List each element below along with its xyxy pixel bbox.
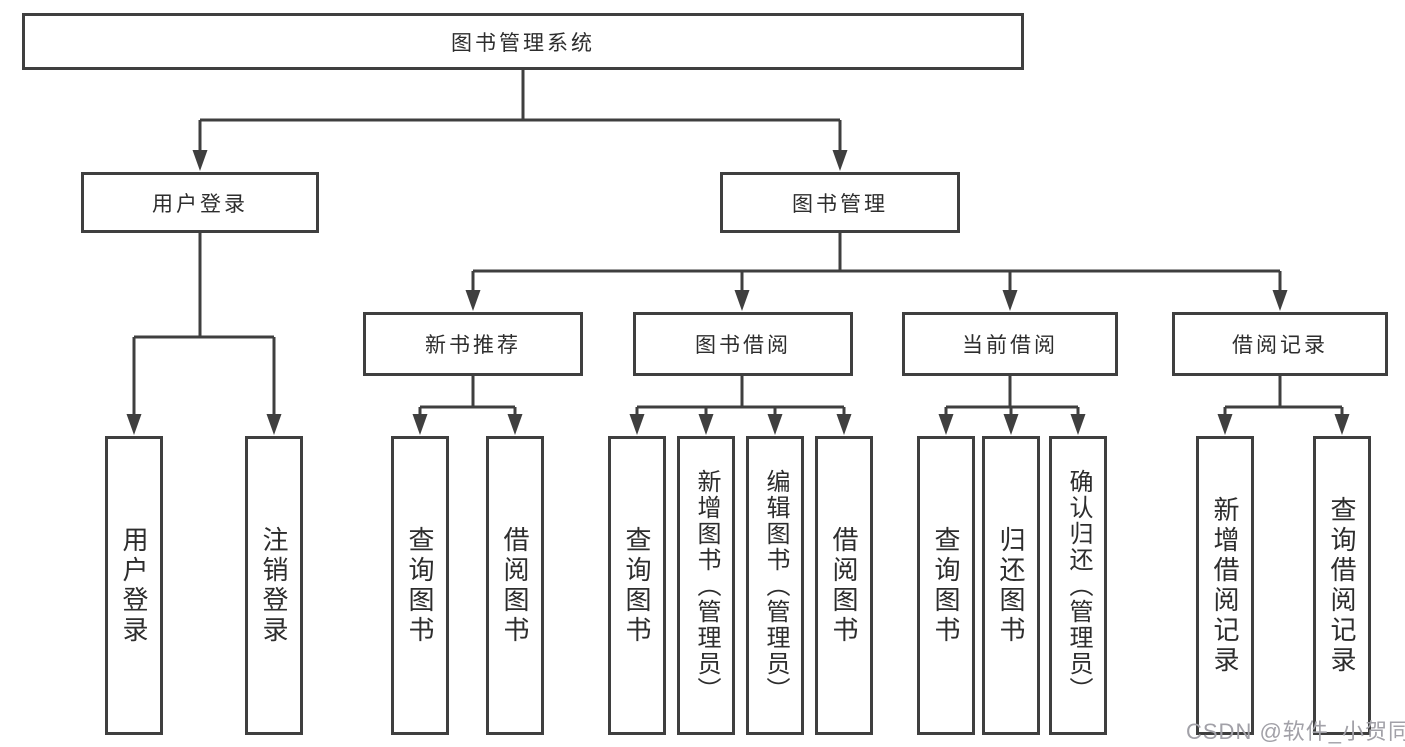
node-library-management-system: 图书管理系统 bbox=[22, 13, 1024, 70]
leaf-search-books-current: 查询图书 bbox=[917, 436, 975, 735]
leaf-logout: 注销登录 bbox=[245, 436, 303, 735]
connector-newbook-to-leaves bbox=[412, 376, 523, 435]
leaf-search-books-recommend: 查询图书 bbox=[391, 436, 449, 735]
connector-current-to-leaves bbox=[938, 376, 1086, 435]
connector-records-to-leaves bbox=[1217, 376, 1350, 435]
node-book-management: 图书管理 bbox=[720, 172, 960, 233]
connector-mgmt-to-level3 bbox=[465, 233, 1288, 311]
node-borrow-records: 借阅记录 bbox=[1172, 312, 1388, 376]
leaf-add-book-admin: 新增图书（管理员） bbox=[677, 436, 735, 735]
leaf-confirm-return-admin: 确认归还（管理员） bbox=[1049, 436, 1107, 735]
node-user-login: 用户登录 bbox=[81, 172, 319, 233]
node-current-borrow: 当前借阅 bbox=[902, 312, 1118, 376]
leaf-search-books-borrow: 查询图书 bbox=[608, 436, 666, 735]
leaf-user-login: 用户登录 bbox=[105, 436, 163, 735]
leaf-borrow-books-recommend: 借阅图书 bbox=[486, 436, 544, 735]
csdn-watermark: CSDN @软件_小贺同学 bbox=[1186, 719, 1405, 744]
node-book-borrow: 图书借阅 bbox=[633, 312, 853, 376]
leaf-return-book: 归还图书 bbox=[982, 436, 1040, 735]
leaf-borrow-books: 借阅图书 bbox=[815, 436, 873, 735]
connector-login-to-leaves bbox=[126, 233, 282, 435]
leaf-add-borrow-record: 新增借阅记录 bbox=[1196, 436, 1254, 735]
leaf-edit-book-admin: 编辑图书（管理员） bbox=[746, 436, 804, 735]
node-new-book-recommend: 新书推荐 bbox=[363, 312, 583, 376]
connector-root-to-level2 bbox=[192, 70, 848, 171]
leaf-search-borrow-record: 查询借阅记录 bbox=[1313, 436, 1371, 735]
connector-borrow-to-leaves bbox=[629, 376, 852, 435]
